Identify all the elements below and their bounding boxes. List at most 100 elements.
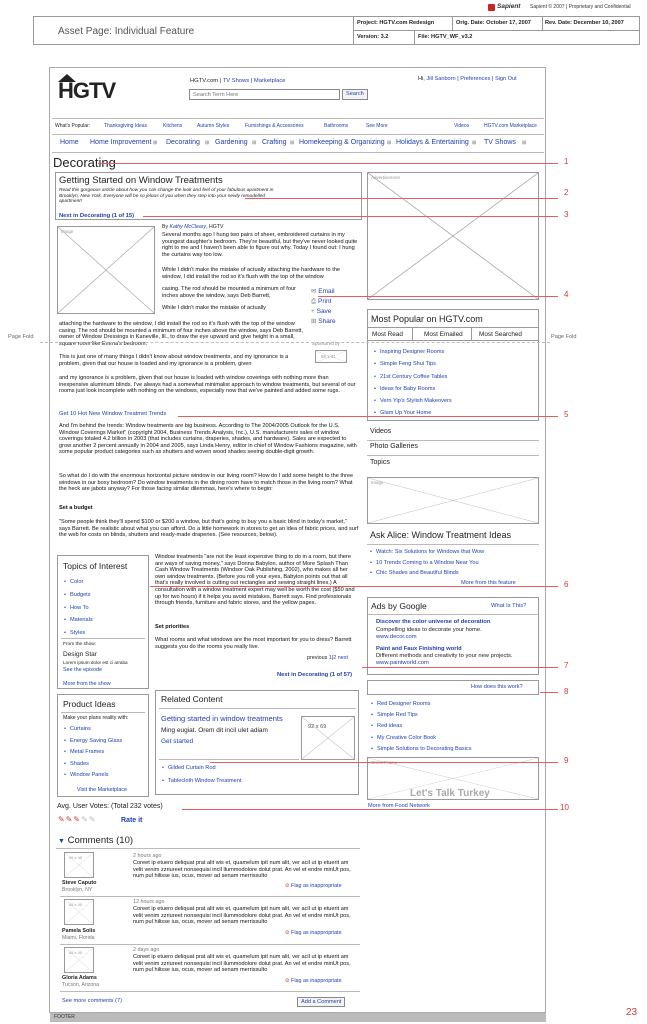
next-in-decorating-bottom-link[interactable]: Next in Decorating (1 of 57) xyxy=(277,672,353,678)
popular-item[interactable]: Ideas for Baby Rooms xyxy=(373,383,452,396)
chevron-down-icon[interactable]: ⊞ xyxy=(522,140,527,146)
next-in-decorating-link[interactable]: Next in Decorating (1 of 15) xyxy=(59,213,135,219)
sidebar-item-topics[interactable]: Topics xyxy=(370,459,390,466)
popular-thanksgiving[interactable]: Thanksgiving Ideas xyxy=(104,123,148,129)
search-button[interactable]: Search xyxy=(342,89,368,100)
star-icon[interactable]: ✎ xyxy=(58,815,66,824)
chevron-down-icon[interactable]: ⊞ xyxy=(205,140,210,146)
sponsor-ad[interactable]: 88 x 31 xyxy=(315,350,347,363)
rate-it-link[interactable]: Rate it xyxy=(121,817,143,824)
author-link[interactable]: Kathy McCleary xyxy=(169,224,207,230)
sign-out-link[interactable]: Sign Out xyxy=(494,76,517,82)
topic-styles[interactable]: Styles xyxy=(63,627,93,640)
hgtv-home-link[interactable]: HGTV.com xyxy=(190,78,219,84)
popular-kitchens[interactable]: Kitchens xyxy=(163,123,183,129)
food-item[interactable]: Red ideas xyxy=(370,721,472,732)
user-name-link[interactable]: Jill Sanborn xyxy=(426,76,456,82)
print-tool[interactable]: ⎙ Print xyxy=(311,298,332,305)
tab-most-read[interactable]: Most Read xyxy=(372,331,403,338)
chevron-down-icon[interactable]: ⊞ xyxy=(387,140,392,146)
food-item[interactable]: Red Designer Rooms xyxy=(370,699,472,710)
food-item[interactable]: Simple Solutions to Decorating Basics xyxy=(370,744,472,755)
popular-item[interactable]: 21st Century Coffee Tables xyxy=(373,371,452,384)
what-is-this-link[interactable]: What Is This? xyxy=(491,603,527,609)
ad-url[interactable]: www.decor.com xyxy=(376,634,417,640)
nav-decorating[interactable]: Decorating xyxy=(166,139,200,146)
popular-autumn[interactable]: Autumn Styles xyxy=(197,123,230,129)
related-get-started-link[interactable]: Get started xyxy=(161,738,194,745)
rating-stars[interactable]: ✎✎✎✎✎ xyxy=(58,815,97,824)
tab-most-searched[interactable]: Most Searched xyxy=(479,331,522,338)
topic-color[interactable]: Color xyxy=(63,576,93,589)
advertisement[interactable]: Advertisement xyxy=(367,172,539,300)
popular-item[interactable]: Vern Yip's Stylish Makeovers xyxy=(373,395,452,408)
popular-item[interactable]: Simple Feng Shui Tips xyxy=(373,358,452,371)
tv-shows-link[interactable]: TV Shows xyxy=(222,78,250,84)
cross-promo[interactable]: Cross Promo Let's Talk Turkey xyxy=(367,757,539,800)
save-tool[interactable]: + Save xyxy=(311,308,332,315)
topic-materials[interactable]: Materials xyxy=(63,614,93,627)
food-item[interactable]: My Creative Color Book xyxy=(370,733,472,744)
nav-homekeeping[interactable]: Homekeeping & Organizing xyxy=(299,139,385,146)
popular-item[interactable]: Inspiring Designer Rooms xyxy=(373,346,452,359)
related-item[interactable]: Tablecloth Window Treatment xyxy=(161,775,241,788)
next-link[interactable]: next xyxy=(337,655,348,661)
product-curtains[interactable]: Curtains xyxy=(63,724,122,736)
flag-link[interactable]: ⊘ Flag as inappropriate xyxy=(285,883,342,889)
flag-link[interactable]: ⊘ Flag as inappropriate xyxy=(285,978,342,984)
product-frames[interactable]: Metal Frames xyxy=(63,747,122,759)
food-item[interactable]: Simple Red Tips xyxy=(370,710,472,721)
comments-title[interactable]: ▼ Comments (10) xyxy=(58,835,134,846)
how-does-this-work-link[interactable]: How does this work? xyxy=(471,684,523,690)
nav-holidays[interactable]: Holidays & Entertaining xyxy=(396,139,469,146)
see-episode-link[interactable]: See the episode xyxy=(63,667,102,673)
nav-crafting[interactable]: Crafting xyxy=(262,139,287,146)
product-panels[interactable]: Window Panels xyxy=(63,770,122,782)
chevron-down-icon[interactable]: ⊞ xyxy=(153,140,158,146)
chevron-down-icon[interactable]: ⊞ xyxy=(252,140,257,146)
product-shades[interactable]: Shades xyxy=(63,759,122,771)
star-icon[interactable]: ✎ xyxy=(65,815,74,824)
nav-gardening[interactable]: Gardening xyxy=(215,139,248,146)
search-input[interactable] xyxy=(189,89,340,100)
marketplace-link[interactable]: Marketplace xyxy=(253,78,286,84)
alice-item[interactable]: 10 Trends Coming to a Window Near You xyxy=(369,558,484,569)
related-item[interactable]: Gilded Curtain Rod xyxy=(161,762,241,775)
share-tool[interactable]: ⊞ Share xyxy=(311,318,336,325)
alice-item[interactable]: Watch: Six Solutions for Windows that Wo… xyxy=(369,547,484,558)
alice-item[interactable]: Chic Shades and Beautiful Blinds xyxy=(369,568,484,579)
related-feature-title[interactable]: Getting started in window treatments xyxy=(161,714,283,723)
visit-marketplace-link[interactable]: Visit the Marketplace xyxy=(77,787,127,793)
ad-url[interactable]: www.paintworld.com xyxy=(376,660,429,666)
add-comment-button[interactable]: Add a Comment xyxy=(297,997,346,1007)
see-more-comments-link[interactable]: See more comments (7) xyxy=(62,998,122,1004)
popular-item[interactable]: Glam Up Your Home xyxy=(373,407,452,420)
star-icon[interactable]: ✎ xyxy=(88,815,97,824)
topic-how-to[interactable]: How To xyxy=(63,602,93,615)
sidebar-item-videos[interactable]: Videos xyxy=(370,428,392,435)
tab-most-emailed[interactable]: Most Emailed xyxy=(424,331,463,338)
popular-bathrooms[interactable]: Bathrooms xyxy=(324,123,349,129)
flag-link[interactable]: ⊘ Flag as inappropriate xyxy=(285,930,342,936)
more-from-feature-link[interactable]: More from this feature xyxy=(461,580,516,586)
hgtv-logo[interactable]: HGTV xyxy=(58,74,116,103)
product-glass[interactable]: Energy Saving Glass xyxy=(63,736,122,748)
related-thumbnail[interactable]: 92 x 69 xyxy=(301,716,355,760)
more-from-show-link[interactable]: More from the show xyxy=(63,681,111,687)
star-icon[interactable]: ✎ xyxy=(81,815,89,824)
email-tool[interactable]: ✉ Email xyxy=(311,288,335,295)
star-icon[interactable]: ✎ xyxy=(73,815,82,824)
ad-title[interactable]: Paint and Faux Finishing world xyxy=(376,646,462,652)
page-1-link[interactable]: 1 xyxy=(328,655,332,661)
popular-see-more[interactable]: See More xyxy=(366,123,388,129)
nav-home-improvement[interactable]: Home Improvement xyxy=(90,139,152,146)
more-from-food-network-link[interactable]: More from Food Network xyxy=(368,803,430,809)
nav-tv-shows[interactable]: TV Shows xyxy=(484,139,516,146)
popular-furnishings[interactable]: Furnishings & Accessories xyxy=(245,123,304,129)
preferences-link[interactable]: Preferences xyxy=(460,76,491,82)
page-2-link[interactable]: 2 xyxy=(333,655,337,661)
chevron-down-icon[interactable]: ⊞ xyxy=(472,140,477,146)
popular-marketplace[interactable]: HGTV.com Marketplace xyxy=(484,123,537,129)
ad-title[interactable]: Discover the color universe of decoratio… xyxy=(376,619,491,625)
chevron-down-icon[interactable]: ⊞ xyxy=(290,140,295,146)
